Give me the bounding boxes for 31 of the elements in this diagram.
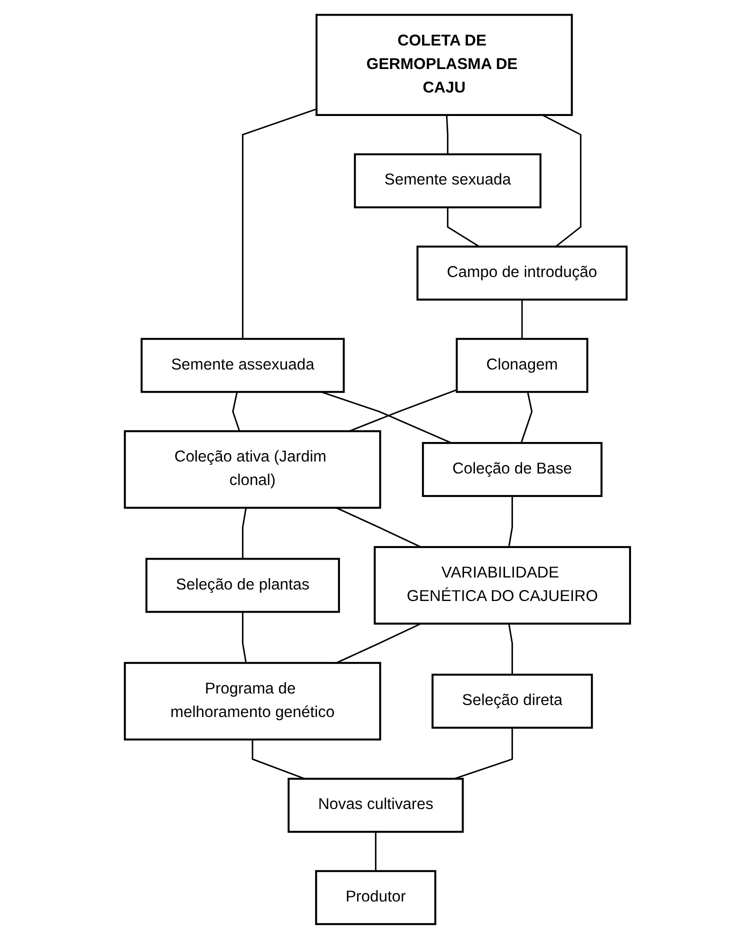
- connector: [508, 496, 512, 547]
- connector: [242, 507, 246, 558]
- node-box: [373, 546, 631, 624]
- connector: [232, 391, 240, 431]
- connector: [508, 623, 512, 674]
- node-box: [416, 245, 628, 300]
- connector: [336, 506, 421, 548]
- connector: [336, 622, 421, 664]
- flowchart-drawing: COLETA DE GERMOPLASMA DE CAJU Semente assexuada Semente sexuada Campo de introdução Clonagem Coleção ativa (Jardim clonal) Coleção de Base Seleção de plantas VARIABILIDADE GENÉTICA DO CAJUEIRO Programa de melhoramento genético Seleção direta Novas cultivares Produtor: [116, 6, 638, 932]
- connector: [320, 390, 452, 444]
- node-box: [431, 673, 592, 728]
- connector: [374, 831, 376, 871]
- connector: [520, 299, 522, 338]
- connector: [251, 739, 305, 779]
- connector: [242, 611, 246, 663]
- connector: [541, 114, 581, 247]
- node-box: [123, 430, 381, 508]
- node-box: [144, 557, 340, 612]
- node-box: [140, 337, 344, 392]
- connector: [520, 391, 532, 443]
- connector: [446, 206, 480, 247]
- node-box: [455, 337, 588, 392]
- node-box: [123, 661, 381, 740]
- node-box: [353, 152, 541, 208]
- node-box: [315, 13, 572, 116]
- node-box: [422, 442, 602, 496]
- node-box: [287, 777, 464, 832]
- connector: [242, 108, 316, 338]
- connector: [446, 114, 448, 154]
- connector: [348, 388, 457, 432]
- node-box: [314, 870, 436, 925]
